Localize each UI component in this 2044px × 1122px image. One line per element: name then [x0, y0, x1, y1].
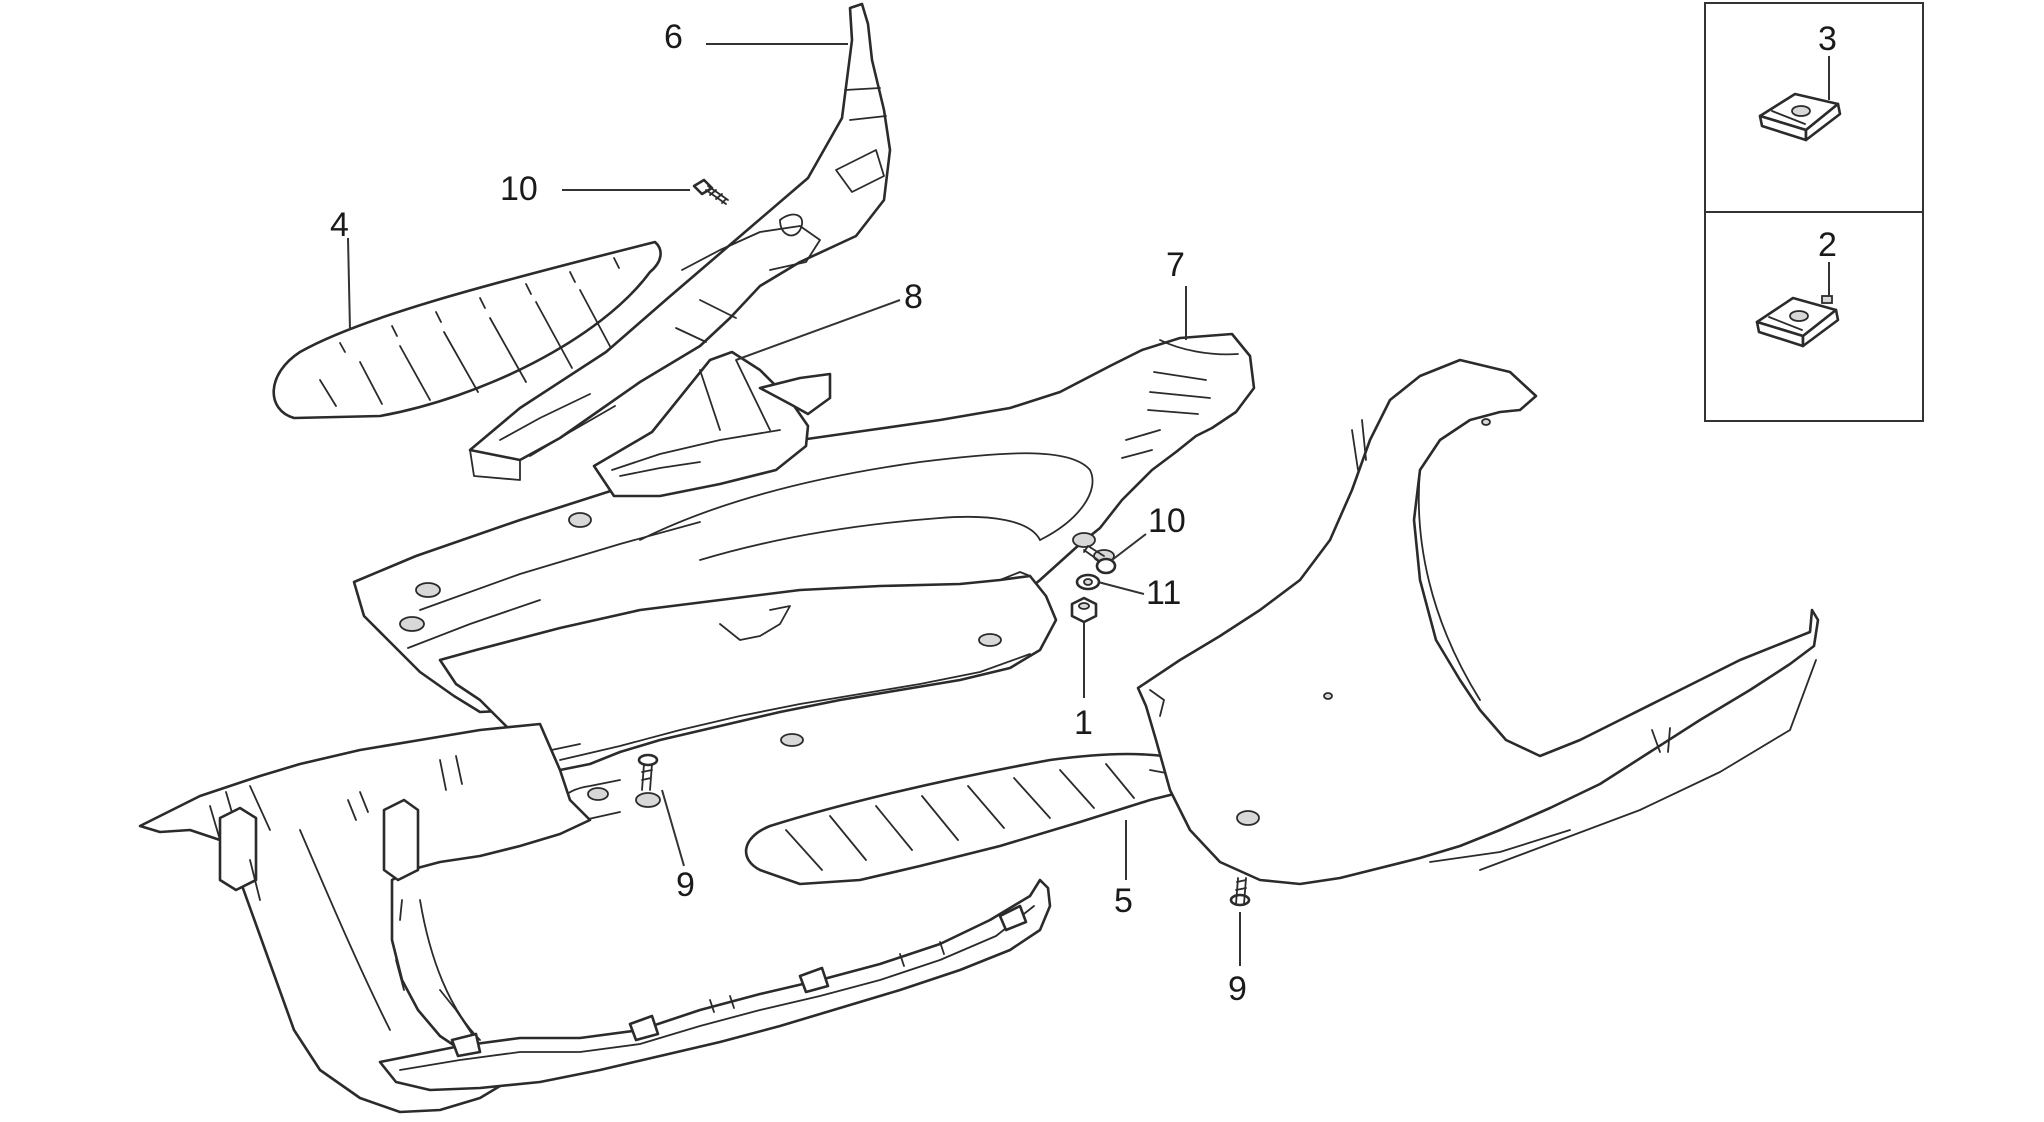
front-inner-panel [468, 2, 892, 481]
callout-labels: 6 10 4 8 7 10 11 1 9 5 9 3 2 [330, 18, 1837, 1008]
callout-1: 1 [1074, 704, 1093, 742]
callout-3: 3 [1818, 20, 1837, 58]
callout-5: 5 [1114, 882, 1133, 920]
callout-10-right: 10 [1148, 502, 1186, 540]
screw-10-upper [692, 178, 729, 205]
callout-9-right: 9 [1228, 970, 1247, 1008]
callout-7: 7 [1166, 246, 1185, 284]
leader-9-center [661, 789, 685, 867]
callout-2: 2 [1818, 226, 1837, 264]
lower-body-shell [138, 722, 592, 1114]
callout-11: 11 [1146, 574, 1181, 612]
clip-nut-2 [1755, 295, 1840, 348]
rubber-mat-upper [272, 240, 662, 420]
callout-9-center: 9 [676, 866, 695, 904]
screw-9-right [1229, 877, 1251, 907]
clip-nut-3 [1758, 92, 1842, 142]
callout-6: 6 [664, 18, 683, 56]
leader-10-right [1111, 533, 1147, 561]
nut-1 [1070, 596, 1098, 624]
leader-lines [347, 43, 1830, 966]
inset-box [1704, 2, 1924, 422]
callout-4: 4 [330, 206, 349, 244]
callout-8: 8 [904, 278, 923, 316]
leader-4 [347, 237, 351, 331]
leader-11 [1097, 581, 1145, 595]
rear-side-panel [1136, 358, 1820, 886]
screw-9-center [637, 753, 659, 791]
washer-11 [1075, 573, 1101, 591]
callout-10-upper: 10 [500, 170, 538, 208]
footboard-trim [378, 878, 1052, 1092]
center-tunnel-cover [592, 350, 832, 498]
leader-8 [735, 299, 901, 361]
screw-10-right [1083, 545, 1117, 575]
rubber-mat-lower [744, 752, 1210, 886]
